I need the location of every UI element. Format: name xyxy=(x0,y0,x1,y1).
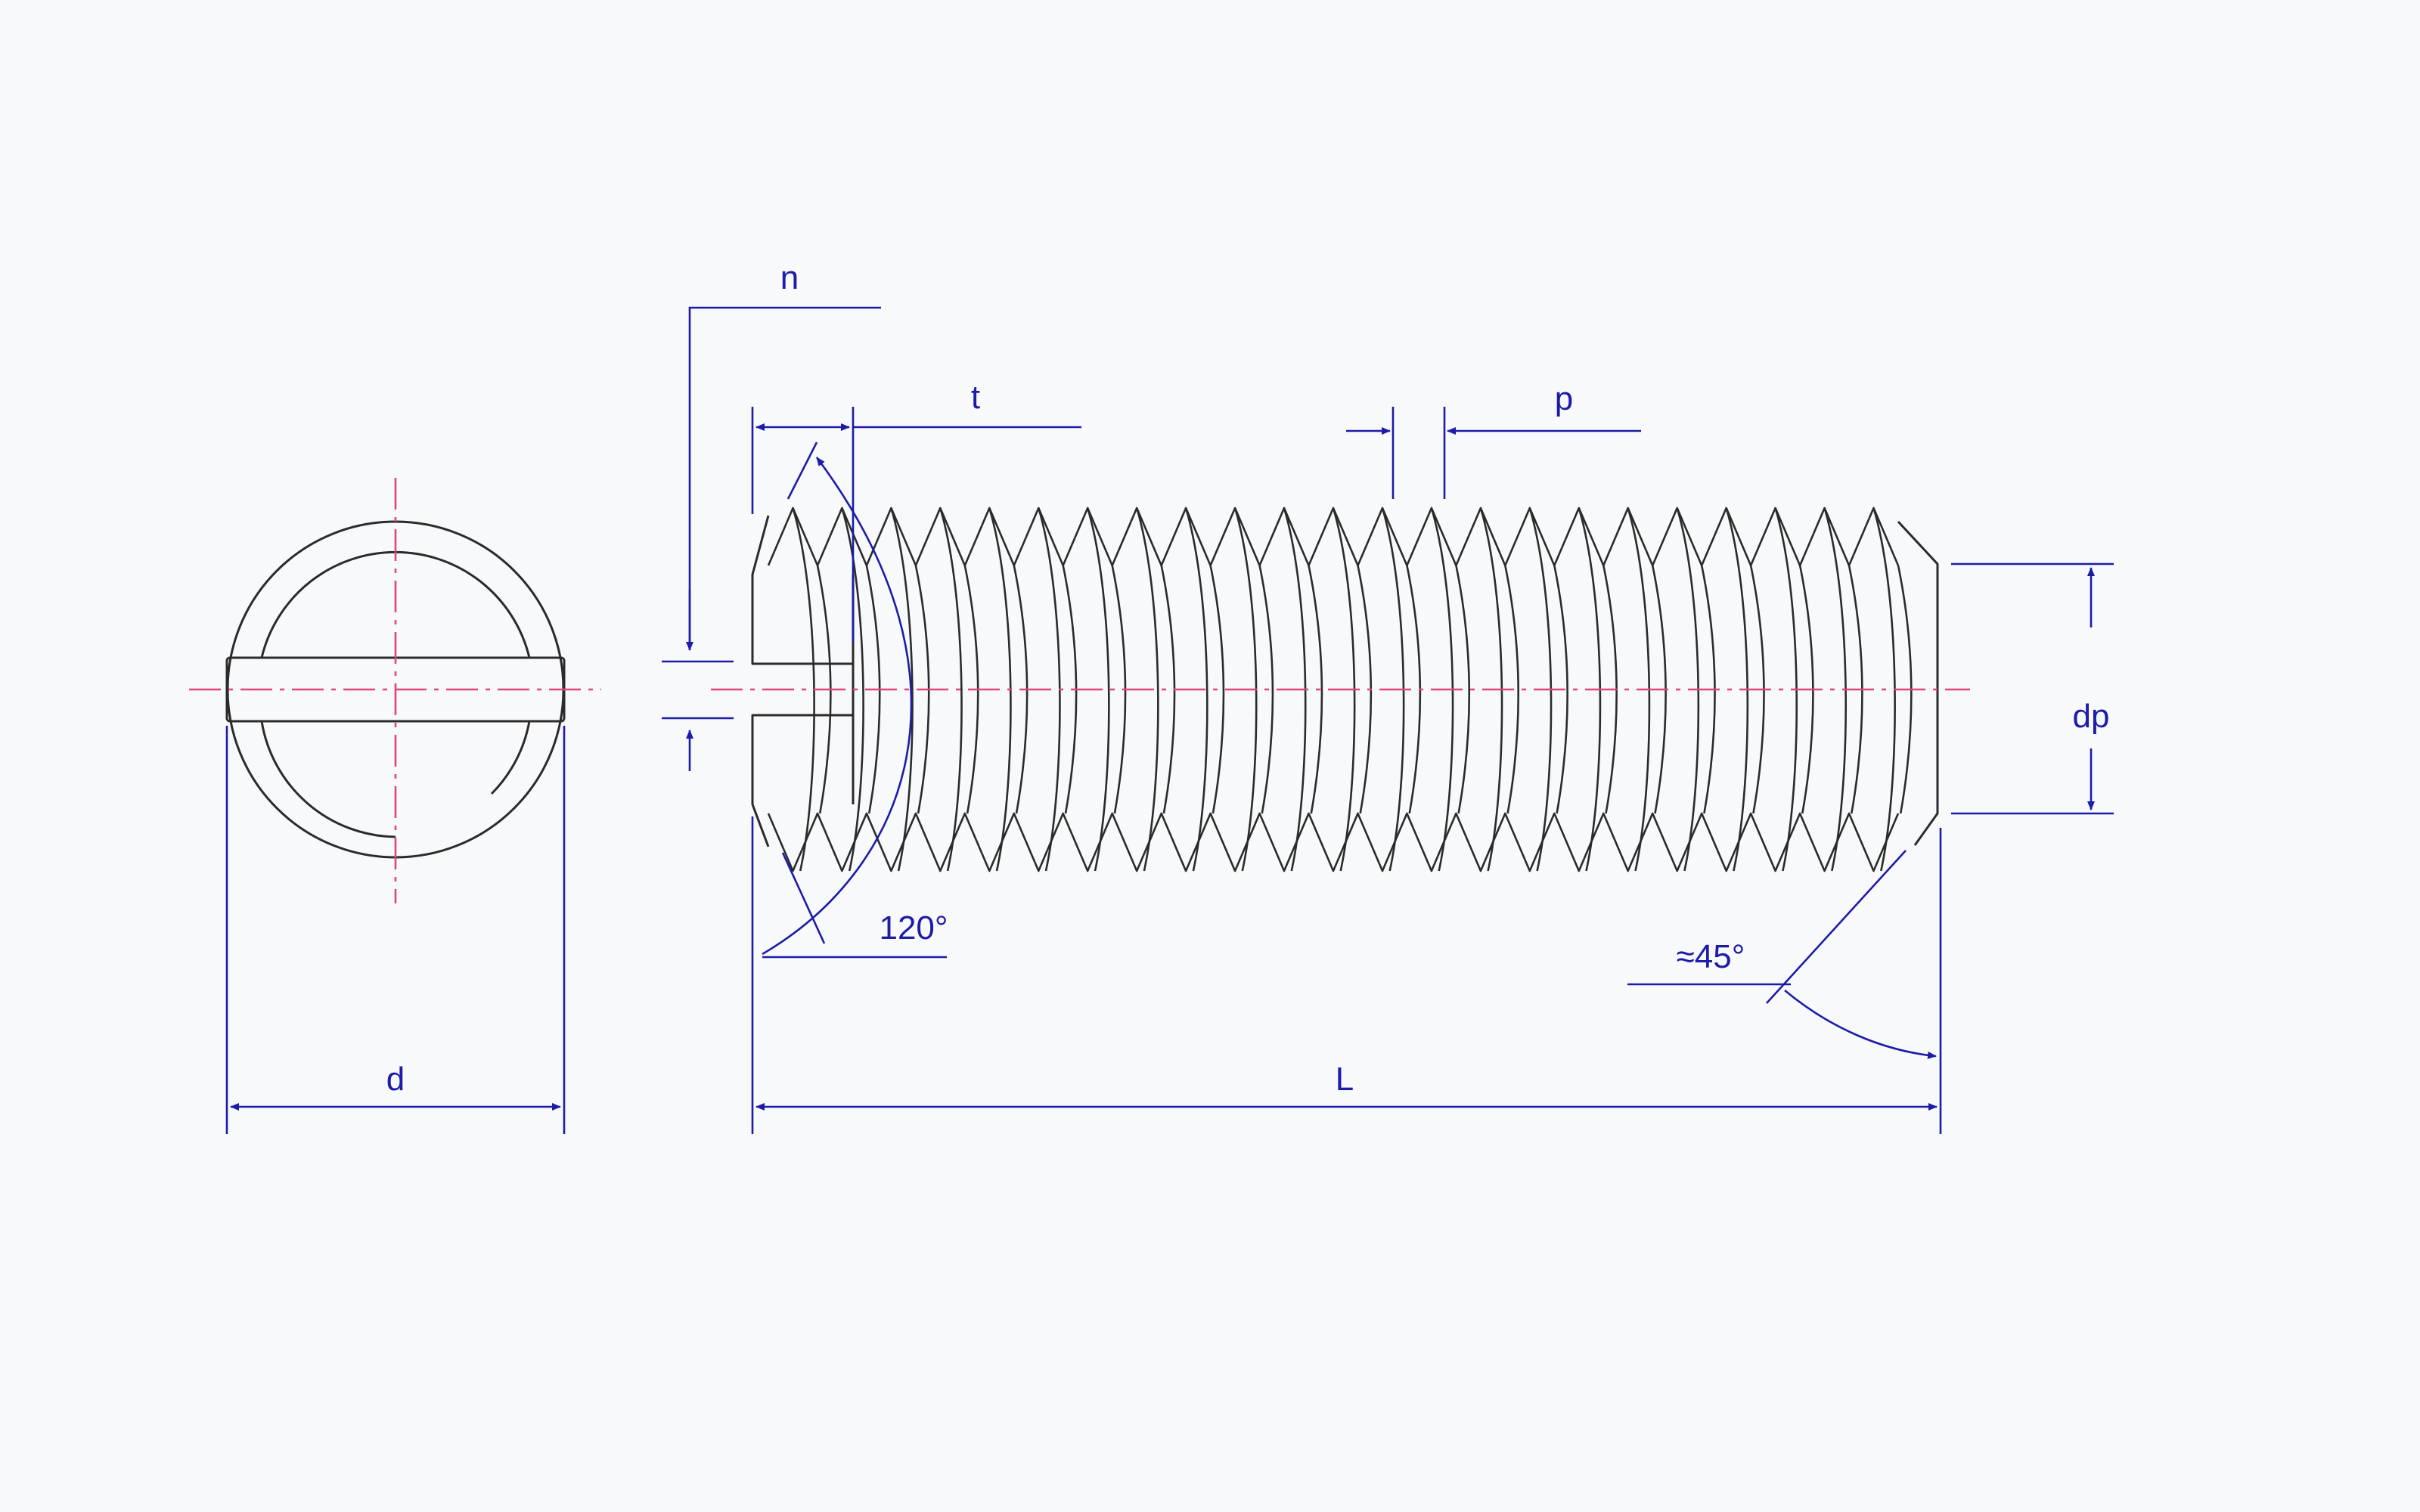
thread-flank-line xyxy=(939,507,963,872)
dim-p: p xyxy=(1346,380,1641,499)
dim-n: n xyxy=(662,259,881,771)
thread-flank-line xyxy=(1135,507,1159,872)
dim-d: d xyxy=(225,726,566,1134)
dim-dp-label: dp xyxy=(2073,698,2110,735)
thread-root-line xyxy=(1504,565,1520,814)
dim-n-label: n xyxy=(780,259,799,296)
inner-circle-lower-right xyxy=(490,720,531,795)
thread-root-line xyxy=(1209,565,1225,814)
dim-dp: dp xyxy=(1951,562,2114,815)
end-view xyxy=(189,478,601,903)
dim-point-angle: 120° xyxy=(762,442,948,959)
dim-chamfer-angle: ≈45° xyxy=(1627,850,1937,1059)
dim-d-label: d xyxy=(386,1061,405,1098)
thread-flank-line xyxy=(841,507,864,872)
thread-crests-bottom xyxy=(767,812,1900,872)
thread-flank-line xyxy=(1086,507,1110,872)
left-end-face xyxy=(751,515,855,847)
thread-crest-profile-bottom xyxy=(767,812,1900,872)
thread-root-line xyxy=(1553,565,1569,814)
dim-t-label: t xyxy=(971,379,980,416)
thread-flank-line xyxy=(890,507,914,872)
dim-point-angle-label: 120° xyxy=(879,909,948,947)
dim-p-label: p xyxy=(1555,380,1573,417)
thread-root-line xyxy=(1308,565,1323,814)
thread-flank-line xyxy=(1184,507,1208,872)
thread-root-line xyxy=(1455,565,1471,814)
dim-L: L xyxy=(751,816,1942,1134)
dim-chamfer-angle-label: ≈45° xyxy=(1677,938,1745,975)
dim-L-label: L xyxy=(1336,1061,1354,1098)
inner-circle-lower xyxy=(260,720,396,838)
thread-root-line xyxy=(1258,565,1274,814)
side-view xyxy=(711,507,1970,872)
dim-t: t xyxy=(751,379,1081,643)
dimensions: n t p dp xyxy=(225,259,2114,1134)
